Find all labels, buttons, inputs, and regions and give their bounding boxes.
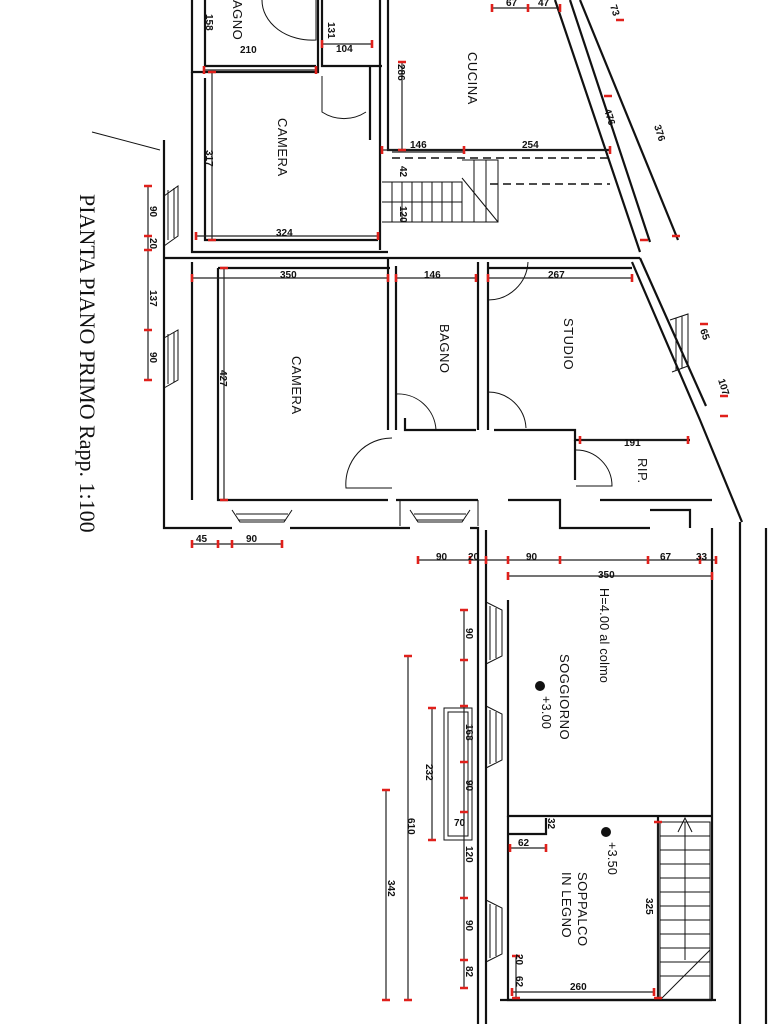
dim-label: 325 <box>643 898 654 915</box>
dim-label: 67 <box>660 552 672 563</box>
dim-label: 146 <box>424 270 441 281</box>
dim-label: 90 <box>246 534 258 545</box>
height-note: H=4.00 al colmo <box>597 588 611 683</box>
dim-label: 476 <box>601 108 617 128</box>
level-marker-icon <box>601 827 611 837</box>
room-label-in-legno: IN LEGNO <box>559 872 574 938</box>
dim-label: 158 <box>203 14 214 31</box>
dim-label: 73 <box>607 4 621 18</box>
room-label-soppalco: SOPPALCO <box>575 872 590 947</box>
dim-label: 610 <box>405 818 416 835</box>
drawing-title: PIANTA PIANO PRIMO Rapp. 1:100 <box>75 194 100 533</box>
dim-label: 267 <box>548 270 565 281</box>
dim-label: 82 <box>463 966 474 978</box>
dim-label: 62 <box>513 976 524 988</box>
dim-label: 62 <box>518 838 530 849</box>
dim-label: 33 <box>696 552 708 563</box>
dim-label: 427 <box>217 370 228 387</box>
dim-label: 286 <box>395 64 406 81</box>
dim-label: 324 <box>276 228 293 239</box>
dim-label: 191 <box>624 438 641 449</box>
dim-label: 47 <box>538 0 550 9</box>
dim-label: 45 <box>196 534 208 545</box>
dimension-ticks <box>144 4 728 1002</box>
dim-label: 20 <box>468 552 480 563</box>
dim-label: 350 <box>280 270 297 281</box>
dim-label: 32 <box>545 818 556 830</box>
dim-label: 20 <box>147 238 158 250</box>
dim-label: 168 <box>463 724 474 741</box>
room-label-bagno-top: AGNO <box>230 0 245 40</box>
dim-label: 146 <box>410 140 427 151</box>
dim-label: 131 <box>325 22 336 39</box>
dim-label: 90 <box>463 780 474 792</box>
dashed-lines <box>392 157 610 185</box>
dim-label: 104 <box>336 44 353 55</box>
dim-label: 120 <box>463 846 474 863</box>
leader-line <box>91 131 161 151</box>
dimension-labels: 158 210 131 104 67 47 73 286 476 376 146… <box>147 0 731 993</box>
room-label-camera: CAMERA <box>289 356 304 415</box>
dim-label: 350 <box>598 570 615 581</box>
room-label-soggiorno: SOGGIORNO <box>557 654 572 740</box>
dim-label: 254 <box>522 140 539 151</box>
level-marker-icon <box>535 681 545 691</box>
dim-label: 90 <box>526 552 538 563</box>
dim-label: 376 <box>651 124 667 144</box>
doors <box>261 0 613 526</box>
dim-label: 90 <box>147 352 158 364</box>
notes: H=4.00 al colmo +3.00 +3.50 <box>535 588 619 875</box>
room-label-studio: STUDIO <box>561 318 576 370</box>
level-soppalco: +3.50 <box>605 842 619 875</box>
dim-label: 342 <box>385 880 396 897</box>
room-labels: AGNO CAMERA CUCINA CAMERA BAGNO STUDIO R… <box>230 0 650 947</box>
dim-label: 232 <box>423 764 434 781</box>
dim-label: 90 <box>147 206 158 218</box>
dim-label: 65 <box>697 328 711 342</box>
room-label-camera-top: CAMERA <box>275 118 290 177</box>
dim-label: 107 <box>715 378 731 398</box>
dim-label: 120 <box>397 206 408 223</box>
dim-label: 260 <box>570 982 587 993</box>
dim-label: 317 <box>203 150 214 167</box>
room-label-cucina: CUCINA <box>465 52 480 105</box>
dim-label: 67 <box>506 0 518 9</box>
room-label-ripostiglio: RIP. <box>635 458 650 484</box>
dim-label: 20 <box>513 954 524 966</box>
dim-label: 42 <box>397 166 408 178</box>
dimension-lines <box>147 7 716 1000</box>
room-label-bagno: BAGNO <box>437 324 452 373</box>
windows <box>163 185 689 963</box>
dim-label: 90 <box>463 920 474 932</box>
dim-label: 137 <box>147 290 158 307</box>
dim-label: 70 <box>454 818 466 829</box>
stairs <box>382 159 711 1001</box>
dim-label: 210 <box>240 45 257 56</box>
level-soggiorno: +3.00 <box>539 696 553 729</box>
dim-label: 90 <box>436 552 448 563</box>
dim-label: 90 <box>463 628 474 640</box>
